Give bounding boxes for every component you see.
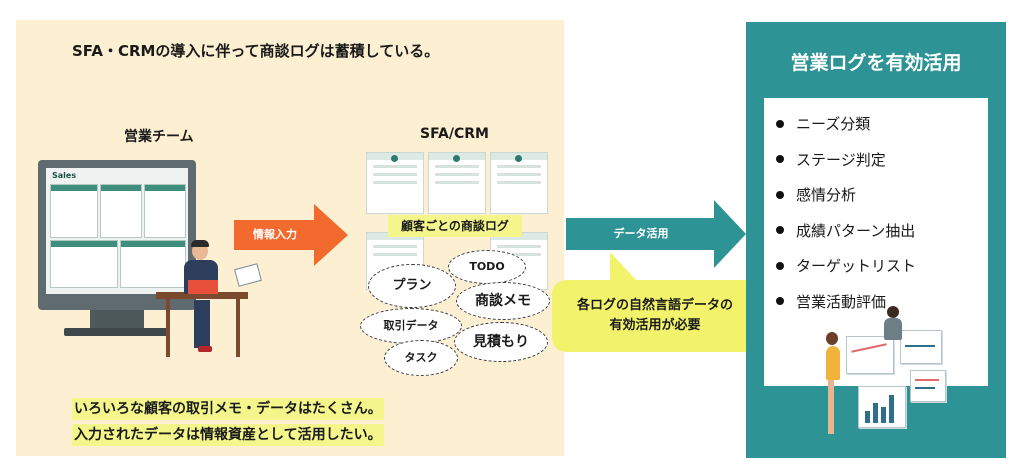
illustration-chart [846, 336, 894, 374]
crm-card [428, 152, 486, 214]
bullet-icon [776, 297, 784, 306]
bubble-tail [597, 252, 639, 282]
list-item-label: 営業活動評価 [796, 292, 887, 311]
left-heading: SFA・CRMの導入に伴って商談ログは蓄積している。 [72, 42, 440, 60]
crm-card [366, 152, 424, 214]
bullet-icon [776, 119, 784, 128]
bullet-icon [776, 261, 784, 270]
right-panel-title: 営業ログを有効活用 [790, 52, 962, 74]
list-item-label: 成績パターン抽出 [796, 221, 916, 240]
list-item: 感情分析 [776, 177, 916, 213]
illustration-person-head [826, 332, 838, 345]
screen-title: Sales [52, 171, 77, 180]
screen-window [50, 184, 98, 238]
input-arrow-head [314, 204, 348, 266]
bullet-icon [776, 226, 784, 235]
cloud-todo: TODO [448, 250, 526, 284]
laptop [188, 280, 218, 294]
team-label: 営業チーム [124, 129, 194, 145]
cloud-estimate: 見積もり [454, 322, 548, 362]
bottom-line-1: いろいろな顧客の取引メモ・データはたくさん。 [72, 398, 384, 420]
screen-window [50, 240, 118, 288]
cloud-plan: プラン [368, 264, 456, 308]
bubble-line: 有効活用が必要 [609, 318, 701, 333]
monitor-screen: Sales [46, 168, 188, 294]
screen-window [100, 184, 142, 238]
illustration-chart [910, 370, 946, 402]
sfa-label: SFA/CRM [420, 126, 489, 142]
monitor-stand [90, 310, 144, 330]
person-hair [191, 240, 209, 247]
data-arrow-body [566, 218, 716, 250]
illustration-person [826, 346, 840, 380]
bottom-line-2: 入力されたデータは情報資産として活用したい。 [72, 424, 384, 446]
list-item-label: ニーズ分類 [796, 115, 871, 134]
category-label: 顧客ごとの商談ログ [388, 215, 522, 237]
input-arrow-label: 情報入力 [253, 228, 297, 241]
crm-card [490, 152, 548, 214]
desk-leg [236, 299, 240, 357]
use-case-list: ニーズ分類 ステージ判定 感情分析 成績パターン抽出 ターゲットリスト 営業活動… [776, 106, 916, 319]
cloud-memo: 商談メモ [456, 282, 550, 320]
screen-window [144, 184, 186, 238]
cloud-task: タスク [384, 340, 458, 376]
bubble-line: 各ログの自然言語データの [576, 298, 733, 313]
list-item: 成績パターン抽出 [776, 213, 916, 249]
desk [156, 292, 248, 299]
list-item: ステージ判定 [776, 142, 916, 178]
cloud-torihiki: 取引データ [360, 308, 462, 344]
data-arrow-head [714, 200, 746, 268]
illustration-person-2 [884, 318, 902, 340]
bullet-icon [776, 155, 784, 164]
data-arrow-label: データ活用 [613, 227, 669, 240]
list-item: ニーズ分類 [776, 106, 916, 142]
list-item-label: ステージ判定 [796, 150, 886, 169]
list-item-label: ターゲットリスト [796, 257, 917, 276]
illustration-bar-chart [858, 386, 906, 428]
desk-leg [166, 299, 170, 357]
list-item: 営業活動評価 [776, 284, 916, 320]
speech-bubble: 各ログの自然言語データの 有効活用が必要 [552, 280, 758, 352]
input-arrow-body [234, 220, 316, 250]
illustration-person-leg [828, 380, 834, 434]
monitor-base [64, 328, 168, 336]
screen-window [120, 240, 186, 288]
person-legs [194, 300, 210, 348]
list-item: ターゲットリスト [776, 248, 916, 284]
bullet-icon [776, 190, 784, 199]
bottom-text: いろいろな顧客の取引メモ・データはたくさん。 入力されたデータは情報資産として活… [72, 398, 384, 450]
list-item-label: 感情分析 [796, 186, 857, 205]
person-shoe [198, 346, 212, 352]
illustration-chart [900, 330, 942, 364]
illustration-person-2-head [887, 306, 899, 318]
